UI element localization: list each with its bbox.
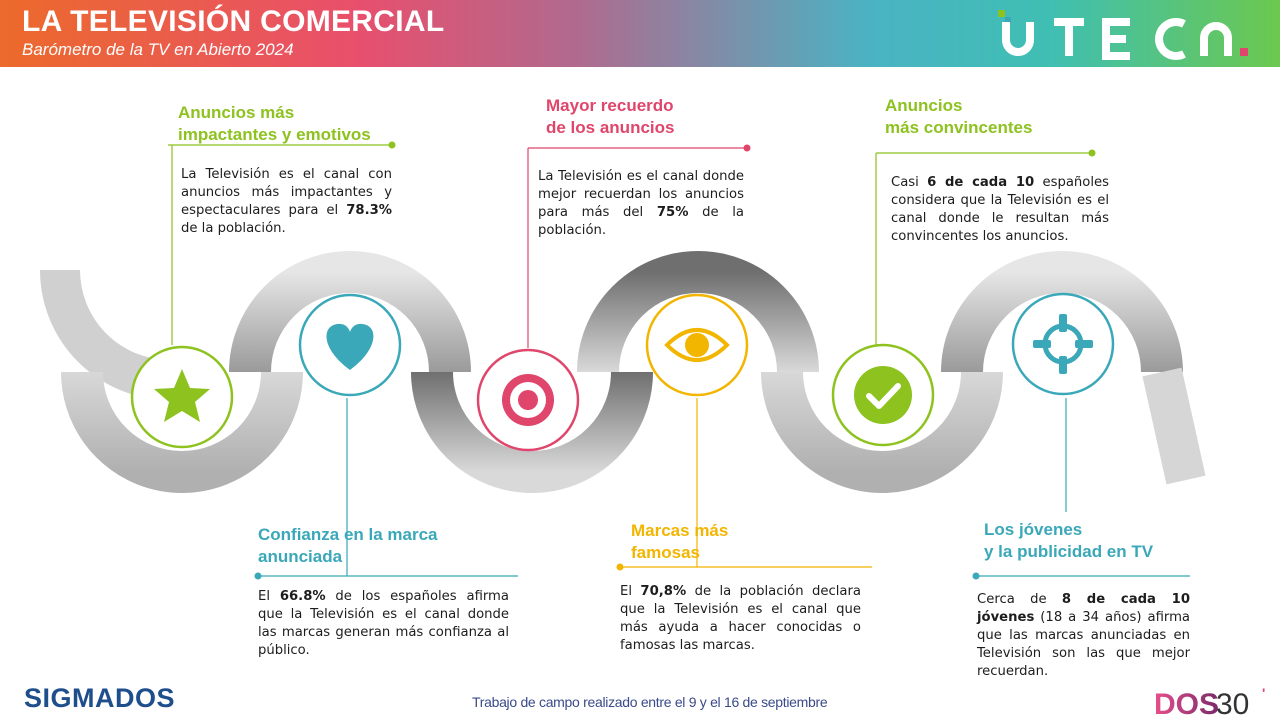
svg-text:DOS: DOS — [1154, 688, 1219, 718]
feature-2-text: El 66.8% de los españoles afirma que la … — [258, 589, 509, 658]
circle-star — [130, 345, 234, 449]
checkmark-icon — [854, 366, 912, 424]
circle-target — [476, 348, 580, 452]
target-icon — [502, 374, 554, 426]
eye-icon — [664, 328, 730, 362]
header-banner: LA TELEVISIÓN COMERCIAL Barómetro de la … — [0, 0, 1280, 67]
feature-4-title: Marcas más famosas — [631, 521, 729, 562]
feature-1-title: Anuncios más impactantes y emotivos — [178, 103, 371, 144]
feature-6-text: Cerca de 8 de cada 10 jóvenes (18 a 34 a… — [977, 592, 1191, 679]
feature-4-text: El 70,8% de la población declara que la … — [620, 584, 861, 653]
uteca-logo — [998, 10, 1248, 60]
dos30-logo: DOS 30 ' — [1154, 685, 1265, 718]
star-icon — [154, 369, 210, 422]
feature-3-title: Mayor recuerdo de los anuncios — [546, 96, 675, 137]
crosshair-icon — [1033, 314, 1093, 374]
footer-note: Trabajo de campo realizado entre el 9 y … — [472, 694, 828, 710]
feature-5-title: Anuncios más convincentes — [885, 96, 1033, 137]
svg-text:': ' — [1262, 685, 1265, 701]
feature-6-title: Los jóvenes y la publicidad en TV — [984, 520, 1154, 561]
feature-5-text: Casi 6 de cada 10 españoles considera qu… — [891, 175, 1109, 244]
circle-eye — [645, 293, 749, 397]
circle-heart — [298, 293, 402, 397]
circle-check — [831, 343, 935, 447]
feature-1-text: La Televisión es el canal con anuncios m… — [181, 167, 392, 236]
page-subtitle: Barómetro de la TV en Abierto 2024 — [22, 40, 294, 59]
page-title: LA TELEVISIÓN COMERCIAL — [22, 5, 445, 38]
circle-crosshair — [1011, 292, 1115, 396]
sigmados-logo: SIGMADOS — [24, 683, 176, 713]
feature-3-text: La Televisión es el canal donde mejor re… — [538, 169, 744, 238]
feature-2-title: Confianza en la marca anunciada — [258, 525, 438, 566]
heart-icon — [326, 323, 374, 370]
svg-text:30: 30 — [1216, 688, 1249, 718]
